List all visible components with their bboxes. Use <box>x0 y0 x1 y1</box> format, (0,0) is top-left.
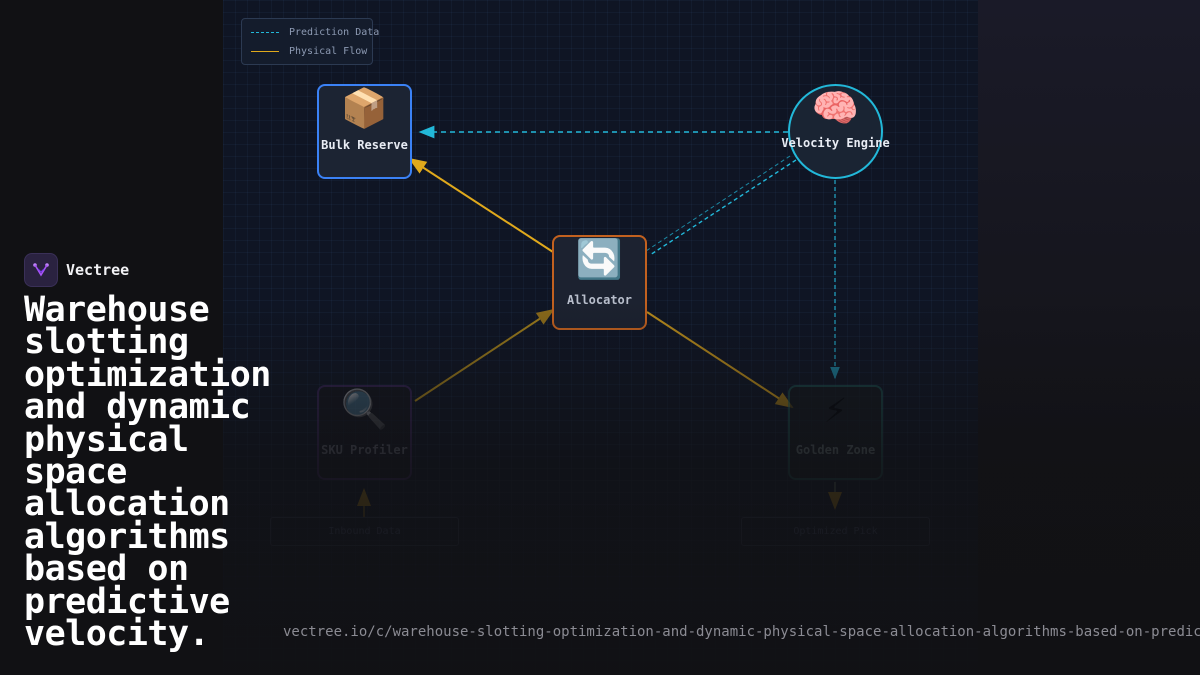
brain-icon: 🧠 <box>811 86 860 130</box>
node-velocity-engine[interactable]: 🧠 Velocity Engine <box>781 84 890 179</box>
brand[interactable]: Vectree <box>24 253 129 287</box>
dashed-line-icon <box>251 32 279 33</box>
solid-line-icon <box>251 51 279 52</box>
package-icon: 📦 <box>340 86 389 130</box>
brand-name: Vectree <box>66 261 130 279</box>
cycle-arrows-icon: 🔄 <box>575 237 624 281</box>
output-inbound: Inbound Data <box>270 517 459 546</box>
edge-allocator-to-golden <box>646 311 794 409</box>
edge-allocator-to-bulk <box>408 157 554 253</box>
node-sku-profiler[interactable]: 🔍 SKU Profiler <box>317 385 412 480</box>
magnifier-icon: 🔍 <box>340 387 389 431</box>
node-label: Golden Zone <box>795 443 876 457</box>
lightning-icon: ⚡ <box>824 387 847 431</box>
node-label: Bulk Reserve <box>321 138 408 152</box>
node-label: Velocity Engine <box>781 136 890 150</box>
node-label: Allocator <box>566 293 633 307</box>
node-bulk-reserve[interactable]: 📦 Bulk Reserve <box>317 84 412 179</box>
page-title: Warehouse slotting optimization and dyna… <box>24 290 271 655</box>
node-allocator[interactable]: 🔄 Allocator <box>552 235 647 330</box>
output-optimized-pick: Optimized Pick <box>741 517 930 546</box>
page-url[interactable]: vectree.io/c/warehouse-slotting-optimiza… <box>283 624 1200 640</box>
edge-sku-to-allocator <box>414 308 555 402</box>
legend: Prediction Data Physical Flow <box>241 18 379 65</box>
legend-item-prediction: Prediction Data <box>251 27 379 38</box>
legend-item-physical: Physical Flow <box>251 46 367 57</box>
edge-velocity-to-allocator <box>649 159 797 256</box>
node-golden-zone[interactable]: ⚡ Golden Zone <box>788 385 883 480</box>
node-label: SKU Profiler <box>321 443 408 457</box>
vectree-logo-icon <box>24 253 58 287</box>
